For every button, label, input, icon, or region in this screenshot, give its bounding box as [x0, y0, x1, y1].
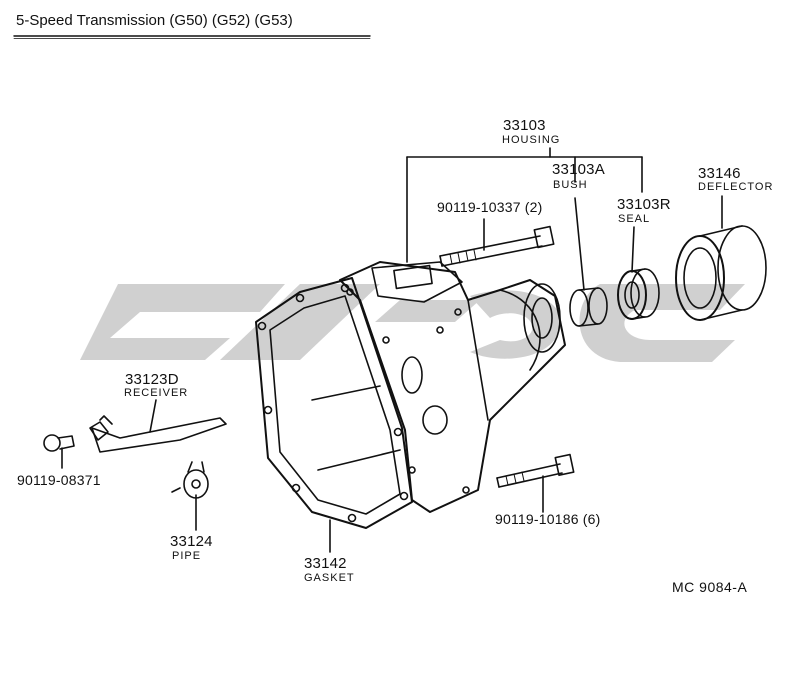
deflector-part — [675, 225, 767, 321]
bolt-upper-part — [439, 225, 555, 267]
watermark-logo — [80, 284, 745, 362]
part-name-pipe: PIPE — [172, 550, 202, 562]
housing-leader — [406, 147, 643, 263]
bolt-lower-part — [496, 453, 575, 488]
part-name-gasket: GASKET — [304, 572, 355, 584]
part-number-bolt-lower: 90119-10186 (6) — [495, 511, 601, 527]
seal-leader — [631, 226, 635, 273]
part-name-deflector: DEFLECTOR — [698, 181, 774, 193]
part-number-deflector: 33146 — [698, 165, 741, 182]
part-number-gasket: 33142 — [304, 555, 347, 572]
part-number-seal: 33103R — [617, 196, 671, 213]
page-title: 5-Speed Transmission (G50) (G52) (G53) — [16, 12, 293, 29]
part-name-seal: SEAL — [618, 213, 651, 225]
part-name-receiver: RECEIVER — [124, 387, 189, 399]
diagram-reference-code: MC 9084-A — [672, 579, 748, 595]
bolt-small-part — [43, 434, 75, 452]
part-name-housing: HOUSING — [502, 134, 561, 146]
bush-leader — [574, 197, 585, 291]
housing-part — [311, 261, 566, 513]
pipe-part — [171, 461, 209, 499]
part-number-bush: 33103A — [552, 161, 605, 178]
part-number-receiver: 33123D — [125, 371, 179, 388]
part-name-bush: BUSH — [553, 179, 588, 191]
part-number-bolt-small: 90119-08371 — [17, 472, 101, 488]
part-number-pipe: 33124 — [170, 533, 213, 550]
receiver-part — [89, 415, 227, 453]
part-number-bolt-upper: 90119-10337 (2) — [437, 199, 543, 215]
seal-part — [617, 268, 660, 320]
bush-part — [569, 287, 608, 327]
receiver-leader — [149, 399, 157, 433]
part-number-housing: 33103 — [503, 117, 546, 134]
